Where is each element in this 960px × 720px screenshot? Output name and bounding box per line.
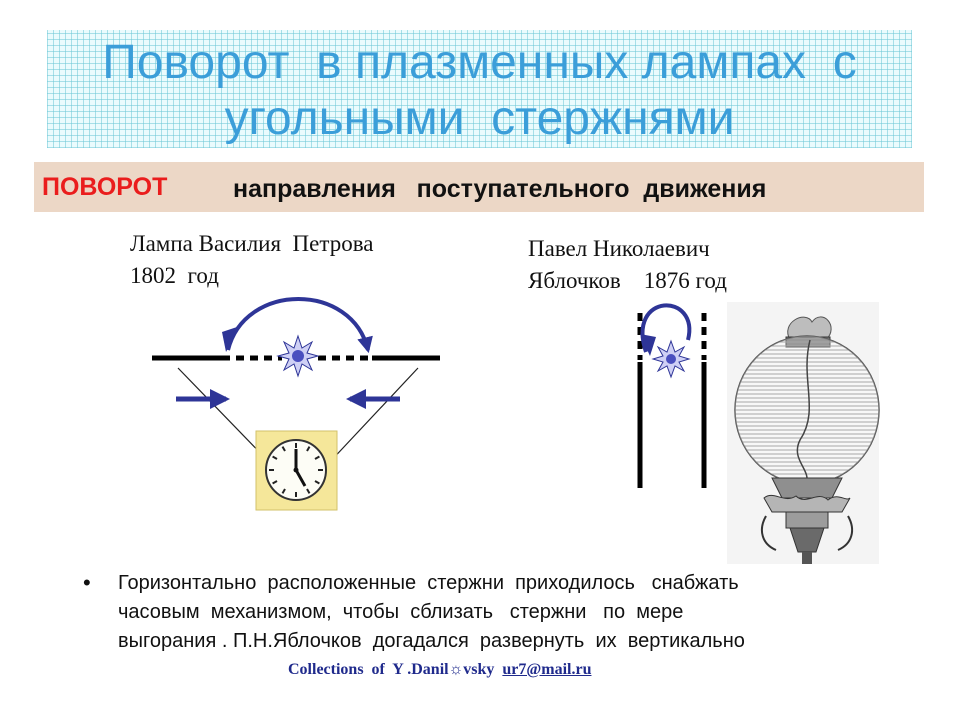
title-line-2: угольными стержнями — [224, 92, 735, 145]
title-line-1: Поворот в плазменных лампах с — [102, 36, 857, 89]
paragraph-line-2: часовым механизмом, чтобы сблизать стерж… — [118, 601, 684, 623]
bullet-icon: • — [83, 570, 91, 595]
paragraph-line-1: Горизонтально расположенные стержни прих… — [118, 572, 739, 594]
petrov-caption-line-1: Лампа Василия Петрова — [130, 231, 374, 256]
subtitle-rest: направления поступательного движения — [233, 175, 767, 203]
yablochkov-caption-line-1: Павел Николаевич — [528, 236, 710, 261]
paragraph-line-3: выгорания . П.Н.Яблочков догадался разве… — [118, 630, 745, 652]
footer-credit: Collections of Y .Danil☼vsky ur7@mail.ru — [288, 661, 591, 679]
subtitle-highlight: ПОВОРОТ — [42, 173, 168, 201]
candle-rotation-arrow — [640, 303, 692, 353]
subtitle-band — [34, 162, 924, 212]
clock-icon — [255, 430, 338, 511]
spark-icon — [276, 334, 320, 378]
footer-email-link[interactable]: ur7@mail.ru — [502, 661, 592, 678]
description-paragraph: Горизонтально расположенные стержни прих… — [118, 569, 898, 656]
support-line-right — [326, 367, 419, 466]
footer-text: Collections of Y .Danil☼vsky — [288, 661, 503, 678]
candle-spark-icon — [651, 339, 691, 379]
petrov-caption-line-2: 1802 год — [130, 263, 219, 288]
yablochkov-caption-line-2: Яблочков 1876 год — [528, 268, 727, 293]
title-box: Поворот в плазменных лампах с угольными … — [47, 30, 912, 148]
